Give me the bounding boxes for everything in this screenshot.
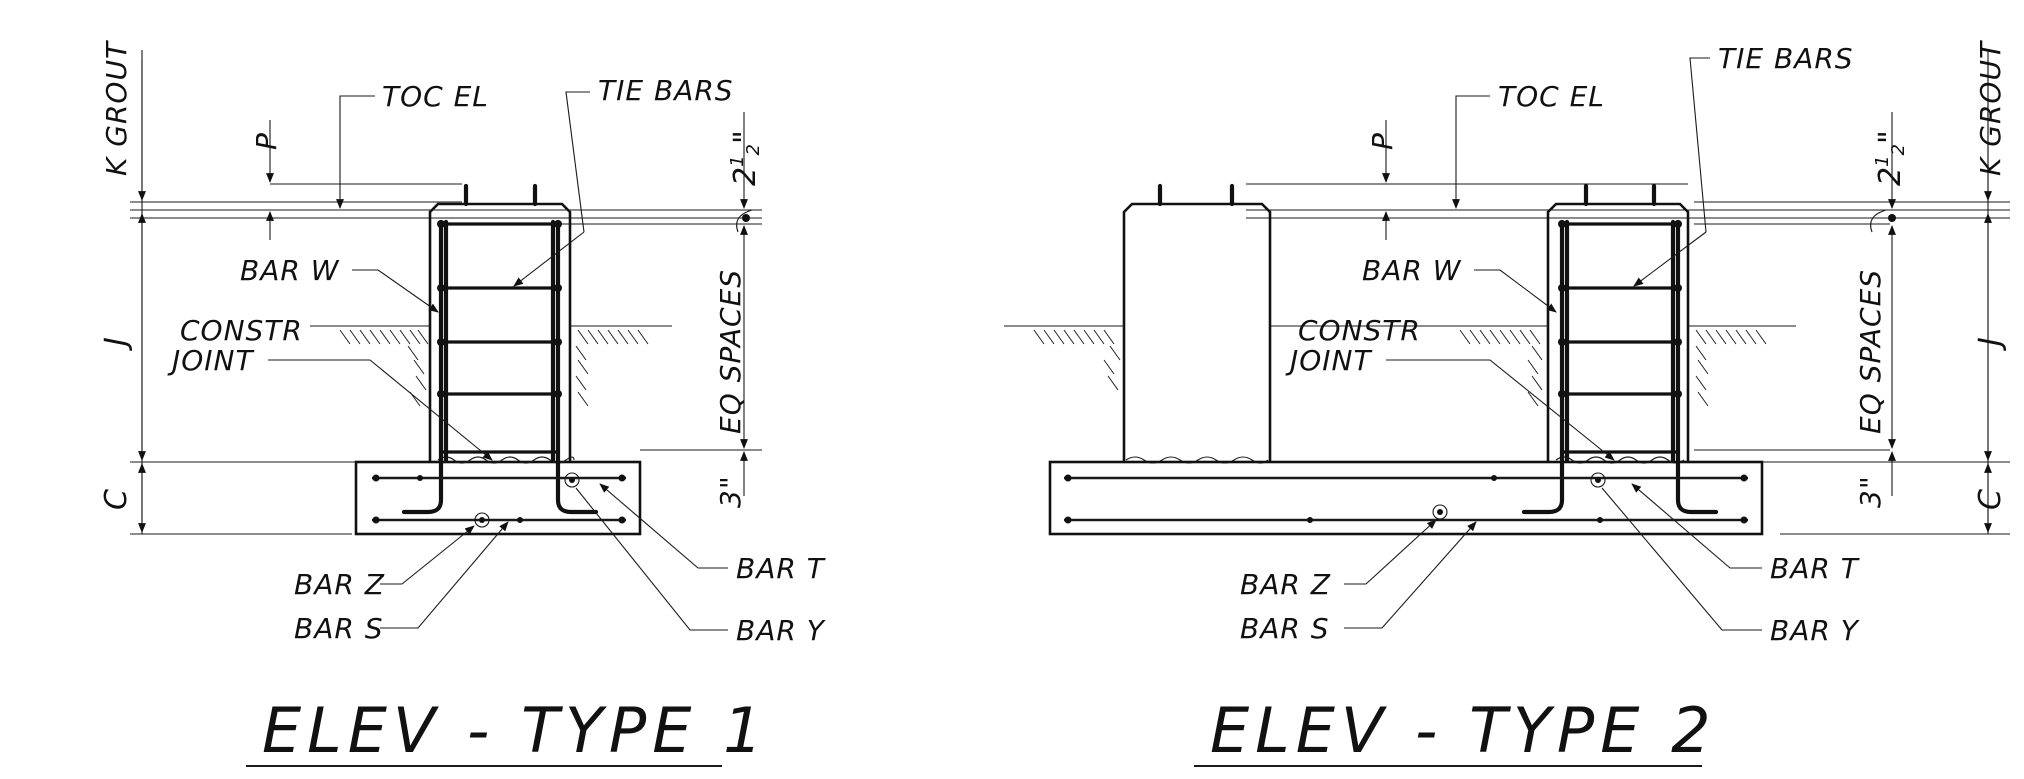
label-eq-spaces-2: EQ SPACES <box>1854 269 1887 434</box>
label-two-half-2: 212" <box>1872 130 1909 186</box>
label-p: P <box>250 132 283 150</box>
label-joint-2: JOINT <box>1285 344 1373 377</box>
label-joint: JOINT <box>167 344 255 377</box>
label-c: C <box>99 489 134 510</box>
label-bar-y-2: BAR Y <box>1770 614 1860 647</box>
label-bar-y: BAR Y <box>736 614 826 647</box>
label-bar-z: BAR Z <box>294 568 385 601</box>
label-bar-s: BAR S <box>294 612 384 645</box>
label-three-in-2: 3" <box>1854 475 1887 508</box>
label-c-2: C <box>1973 489 2008 510</box>
label-two-half: 212" <box>727 130 764 186</box>
label-p-2: P <box>1366 132 1399 150</box>
label-j: J <box>99 337 134 351</box>
label-bar-w-2: BAR W <box>1362 254 1462 287</box>
label-bar-w: BAR W <box>240 254 340 287</box>
label-k-grout-2: K GROUT <box>1974 40 2007 176</box>
label-tie-bars-2: TIE BARS <box>1718 42 1854 75</box>
elevation-type-2: K GROUT P TOC EL TIE BARS 212" EQ SPACES… <box>1004 40 2010 767</box>
label-bar-s-2: BAR S <box>1240 612 1330 645</box>
label-k-grout: K GROUT <box>100 40 133 176</box>
label-toc-el-2: TOC EL <box>1498 80 1605 113</box>
label-bar-t-2: BAR T <box>1770 552 1860 585</box>
label-j-2: J <box>1973 337 2008 351</box>
label-bar-t: BAR T <box>736 552 826 585</box>
label-constr: CONSTR <box>180 314 303 347</box>
elevation-type-1: K GROUT P TOC EL TIE BARS 212" J C EQ SP… <box>99 40 826 767</box>
title-type-1: ELEV - TYPE 1 <box>262 694 769 767</box>
title-type-2: ELEV - TYPE 2 <box>1210 694 1717 767</box>
label-constr-2: CONSTR <box>1298 314 1421 347</box>
label-eq-spaces: EQ SPACES <box>714 269 747 434</box>
label-toc-el: TOC EL <box>382 80 489 113</box>
label-tie-bars: TIE BARS <box>598 74 734 107</box>
label-bar-z-2: BAR Z <box>1240 568 1331 601</box>
label-three-in: 3" <box>714 475 747 508</box>
